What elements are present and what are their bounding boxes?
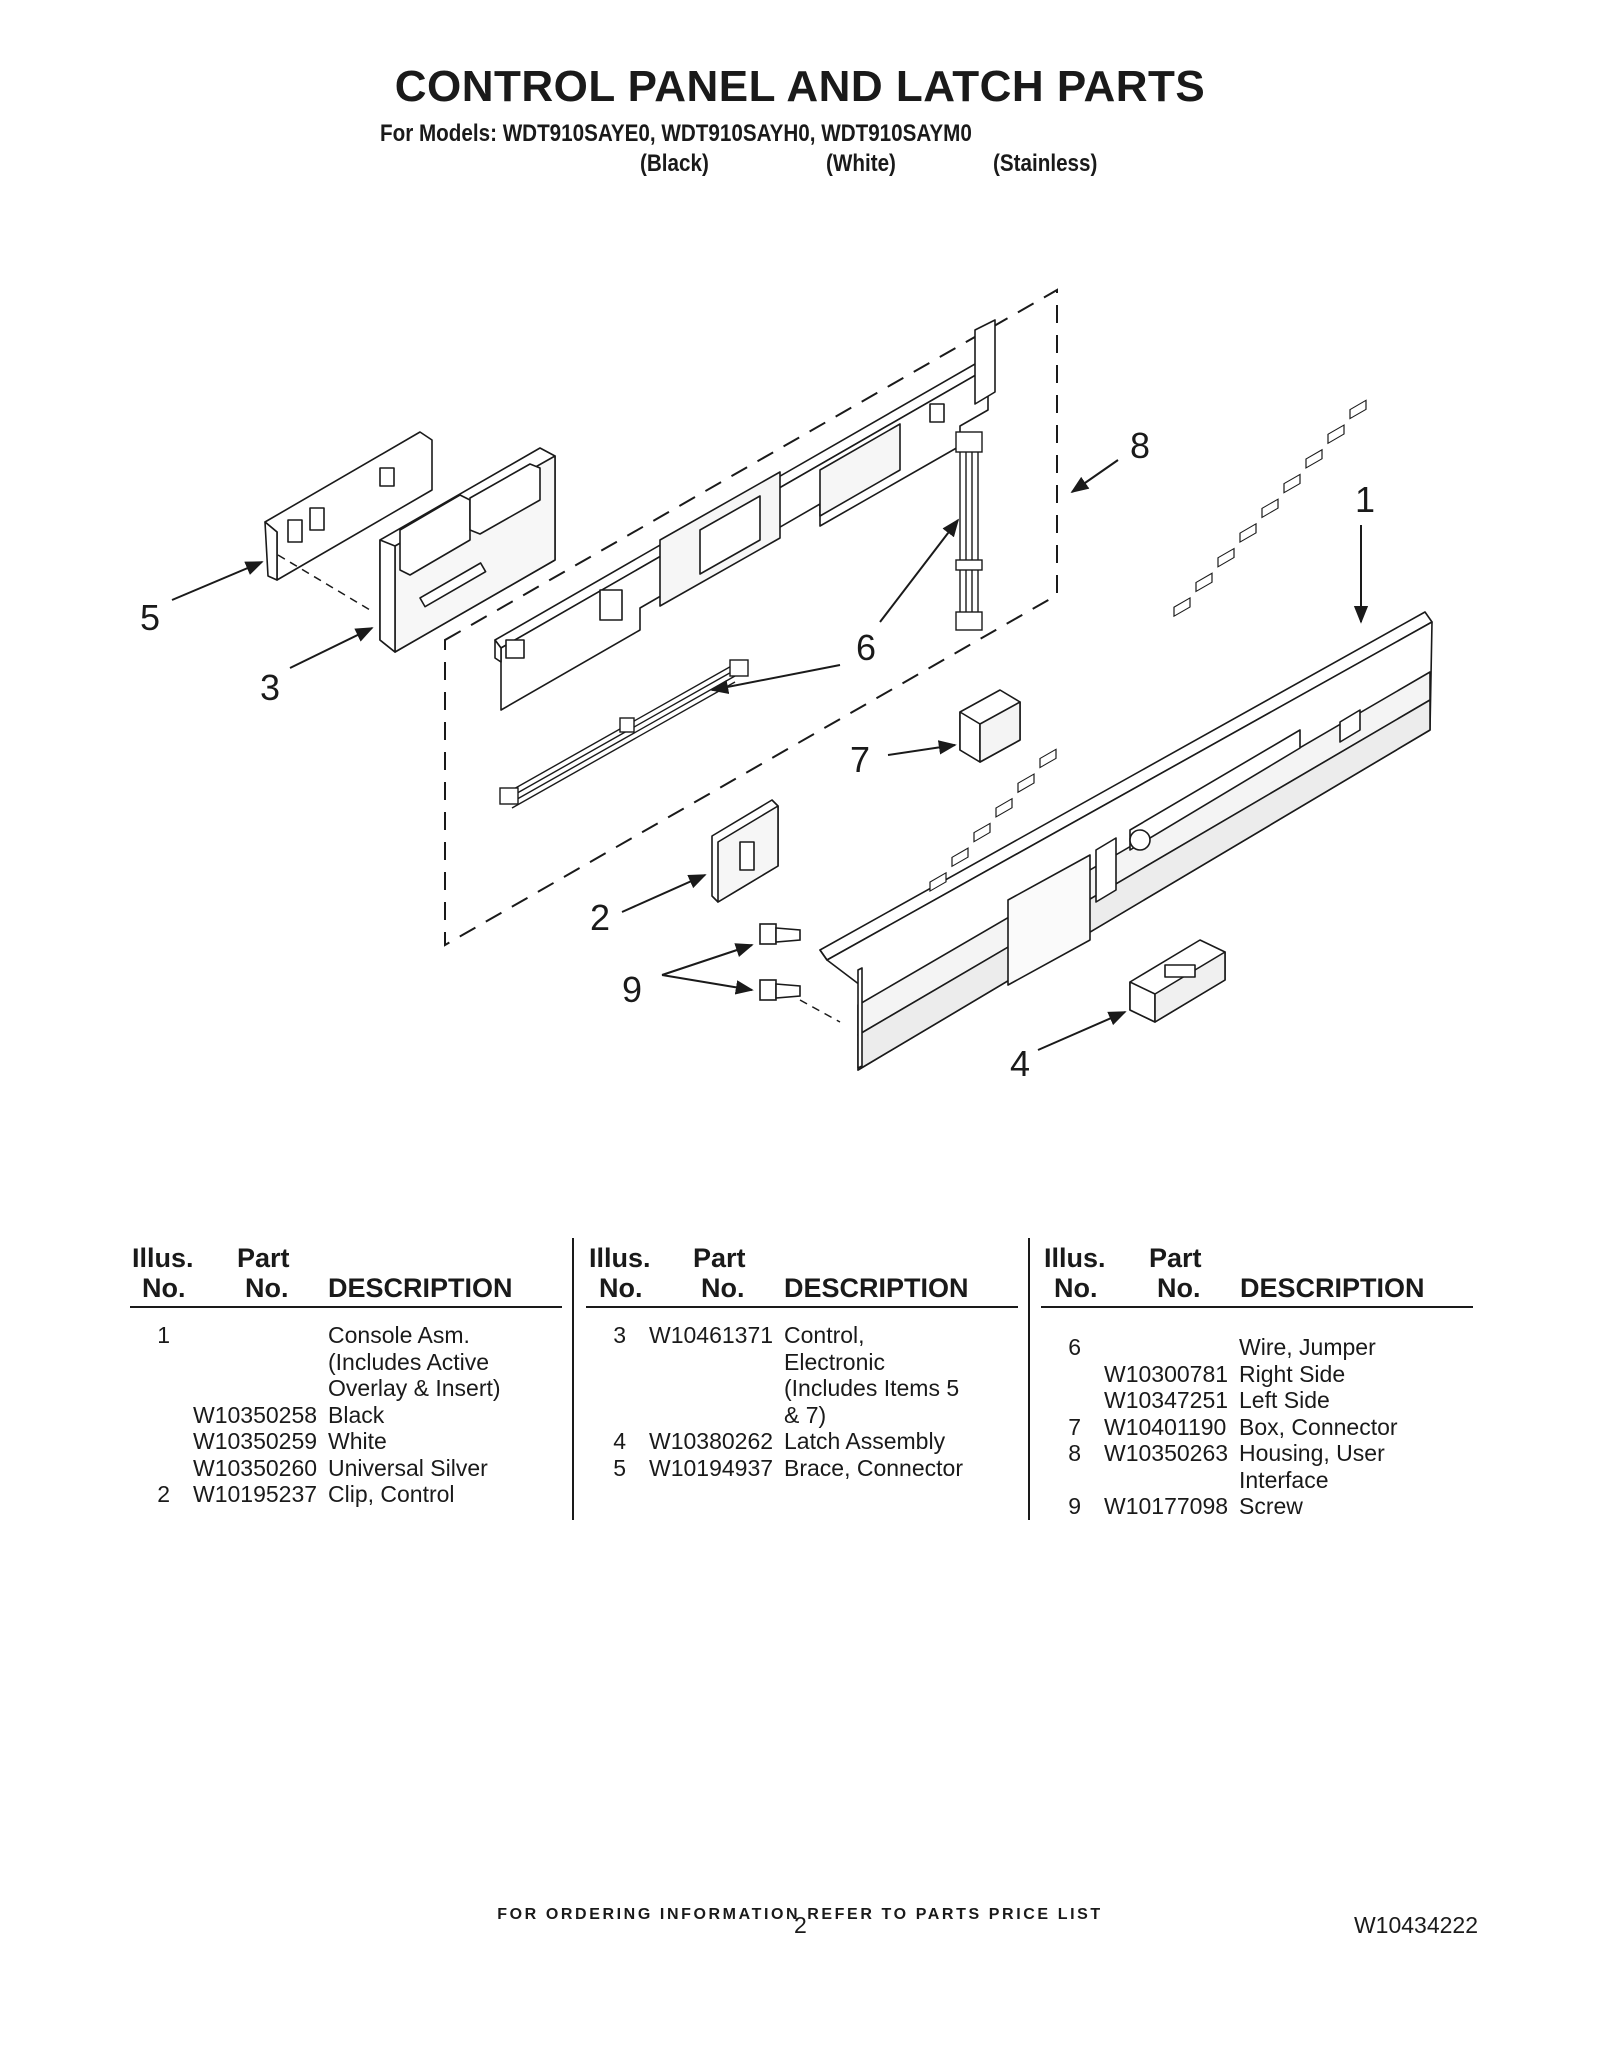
part-number: W10194937 bbox=[649, 1454, 774, 1481]
header-rule-1 bbox=[130, 1306, 562, 1308]
screw-dashed-guide bbox=[799, 999, 841, 1023]
part-number: W10195237 bbox=[193, 1481, 318, 1507]
part-description: Interface bbox=[1239, 1466, 1329, 1493]
part-number: W10350259 bbox=[193, 1428, 318, 1454]
callout-7: 7 bbox=[850, 739, 870, 780]
part-description: Electronic bbox=[784, 1348, 885, 1375]
exploded-parts-diagram: 1 2 3 4 5 6 6 7 8 9 bbox=[140, 288, 1433, 1084]
part-number: W10350258 bbox=[193, 1401, 318, 1428]
part-description: Universal Silver bbox=[328, 1454, 488, 1481]
header-illus-1b: No. bbox=[142, 1273, 186, 1303]
header-desc-3: DESCRIPTION bbox=[1240, 1273, 1425, 1303]
part-description: Black bbox=[328, 1401, 385, 1428]
callout-5: 5 bbox=[140, 597, 160, 638]
page-number: 2 bbox=[794, 1912, 807, 1938]
ordering-note: FOR ORDERING INFORMATION REFER TO PARTS … bbox=[497, 1906, 1103, 1923]
column-separator-2 bbox=[1028, 1238, 1030, 1520]
console-button-row bbox=[929, 399, 1367, 893]
part-description: Screw bbox=[1239, 1493, 1303, 1519]
header-illus-1a: Illus. bbox=[132, 1243, 194, 1273]
user-interface-housing-part bbox=[494, 319, 996, 711]
header-rule-3 bbox=[1041, 1306, 1473, 1308]
header-part-3b: No. bbox=[1157, 1273, 1201, 1303]
header-rule-2 bbox=[586, 1306, 1018, 1308]
header-part-3a: Part bbox=[1149, 1243, 1202, 1273]
control-clip-part bbox=[711, 799, 779, 903]
callout-3: 3 bbox=[260, 667, 280, 708]
color-black-label: (Black) bbox=[640, 150, 709, 177]
part-description: Latch Assembly bbox=[784, 1428, 946, 1454]
part-description: White bbox=[328, 1428, 387, 1454]
header-part-1a: Part bbox=[237, 1243, 290, 1273]
models-line: For Models: WDT910SAYE0, WDT910SAYH0, WD… bbox=[380, 120, 972, 147]
illus-number: 5 bbox=[613, 1454, 626, 1481]
color-stainless-label: (Stainless) bbox=[993, 150, 1098, 177]
part-number: W10347251 bbox=[1104, 1387, 1229, 1413]
latch-assembly-part bbox=[1129, 939, 1226, 1023]
part-description: & 7) bbox=[784, 1401, 827, 1428]
console-housing-part bbox=[819, 611, 1433, 1071]
header-illus-3b: No. bbox=[1054, 1273, 1098, 1303]
callout-1: 1 bbox=[1355, 479, 1375, 520]
screw-part bbox=[759, 923, 801, 1001]
assembly-boundary-dashed bbox=[444, 288, 1058, 947]
connector-box-part bbox=[959, 689, 1021, 763]
callout-2: 2 bbox=[590, 897, 610, 938]
document-number: W10434222 bbox=[1353, 1912, 1478, 1938]
leader-arrows bbox=[171, 459, 1369, 1051]
part-number: W10461371 bbox=[649, 1322, 774, 1348]
part-number: W10300781 bbox=[1104, 1360, 1229, 1387]
wire-jumper-left bbox=[499, 659, 749, 809]
part-description: (Includes Items 5 bbox=[784, 1375, 960, 1401]
callout-4: 4 bbox=[1010, 1043, 1030, 1084]
part-number: W10401190 bbox=[1104, 1413, 1227, 1440]
illus-number: 1 bbox=[157, 1322, 170, 1348]
part-description: Right Side bbox=[1239, 1360, 1346, 1387]
part-description: Box, Connector bbox=[1239, 1413, 1398, 1440]
header-illus-3a: Illus. bbox=[1044, 1243, 1106, 1273]
illus-number: 2 bbox=[157, 1481, 170, 1507]
connector-brace-part bbox=[264, 431, 433, 581]
column-separator-1 bbox=[572, 1238, 574, 1520]
part-description: Console Asm. bbox=[328, 1322, 470, 1348]
part-description: (Includes Active bbox=[328, 1348, 490, 1375]
header-part-1b: No. bbox=[245, 1273, 289, 1303]
page-title: CONTROL PANEL AND LATCH PARTS bbox=[394, 62, 1206, 111]
color-white-label: (White) bbox=[826, 150, 896, 177]
part-number: W10177098 bbox=[1104, 1493, 1229, 1519]
electronic-control-part bbox=[379, 447, 556, 653]
part-number: W10380262 bbox=[649, 1428, 774, 1454]
callout-8: 8 bbox=[1130, 425, 1150, 466]
part-number: W10350260 bbox=[193, 1454, 318, 1481]
illus-number: 9 bbox=[1068, 1493, 1081, 1519]
callout-9: 9 bbox=[622, 969, 642, 1010]
callout-6-left: 6 bbox=[856, 627, 876, 668]
part-description: Brace, Connector bbox=[784, 1454, 963, 1481]
illus-number: 4 bbox=[613, 1428, 626, 1454]
header-desc-1: DESCRIPTION bbox=[328, 1273, 513, 1303]
header-desc-2: DESCRIPTION bbox=[784, 1273, 969, 1303]
header-part-2b: No. bbox=[701, 1273, 745, 1303]
part-description: Wire, Jumper bbox=[1239, 1334, 1376, 1360]
part-description: Housing, User bbox=[1239, 1440, 1385, 1466]
part-description: Overlay & Insert) bbox=[328, 1375, 501, 1401]
part-description: Control, bbox=[784, 1322, 865, 1348]
wire-jumper-right bbox=[955, 431, 983, 631]
part-description: Clip, Control bbox=[328, 1481, 455, 1507]
illus-number: 6 bbox=[1068, 1334, 1081, 1360]
header-illus-2b: No. bbox=[599, 1273, 643, 1303]
header-part-2a: Part bbox=[693, 1243, 746, 1273]
brace-dashed-guide bbox=[277, 554, 371, 611]
part-description: Left Side bbox=[1239, 1387, 1330, 1413]
illus-number: 7 bbox=[1068, 1413, 1081, 1440]
illus-number: 8 bbox=[1068, 1440, 1081, 1466]
illus-number: 3 bbox=[613, 1322, 626, 1348]
header-illus-2a: Illus. bbox=[589, 1243, 651, 1273]
part-number: W10350263 bbox=[1104, 1440, 1229, 1466]
